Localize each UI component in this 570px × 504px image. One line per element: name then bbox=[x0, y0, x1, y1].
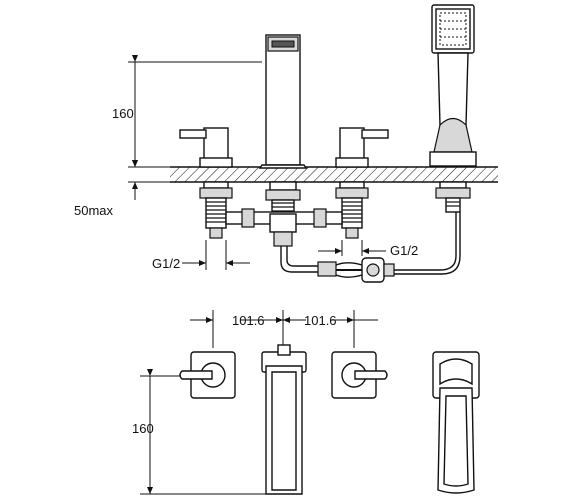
deck-depth-label: 50max bbox=[74, 203, 114, 218]
deck-section bbox=[170, 166, 498, 183]
height-label-bottom: 160 bbox=[132, 421, 154, 436]
dimension-spacing: 101.6 101.6 bbox=[190, 310, 378, 348]
front-elevation-view: 160 50max G1/2 G1/2 bbox=[74, 4, 498, 283]
dimension-deck-depth: 50max bbox=[74, 150, 170, 218]
spray-nozzles bbox=[439, 12, 467, 46]
thread-callout-right: G1/2 bbox=[318, 240, 418, 258]
connecting-pipe bbox=[225, 208, 343, 247]
handshower-plan bbox=[432, 351, 480, 494]
thread-label-left: G1/2 bbox=[152, 256, 180, 271]
left-handle-plan bbox=[179, 351, 236, 399]
shower-hose bbox=[280, 212, 461, 283]
spout-plan bbox=[261, 344, 307, 495]
plan-view: 101.6 101.6 bbox=[132, 310, 480, 495]
right-handle-plan bbox=[331, 351, 388, 399]
handshower bbox=[429, 4, 477, 213]
bath-spout bbox=[258, 34, 308, 215]
height-label-top: 160 bbox=[112, 106, 134, 121]
right-valve bbox=[335, 127, 389, 239]
spacing-label-left: 101.6 bbox=[232, 313, 265, 328]
spacing-label-right: 101.6 bbox=[304, 313, 337, 328]
thread-label-right: G1/2 bbox=[390, 243, 418, 258]
thread-callout-left: G1/2 bbox=[152, 240, 250, 271]
dimension-height-bottom: 160 bbox=[132, 369, 266, 495]
left-valve bbox=[179, 127, 233, 239]
